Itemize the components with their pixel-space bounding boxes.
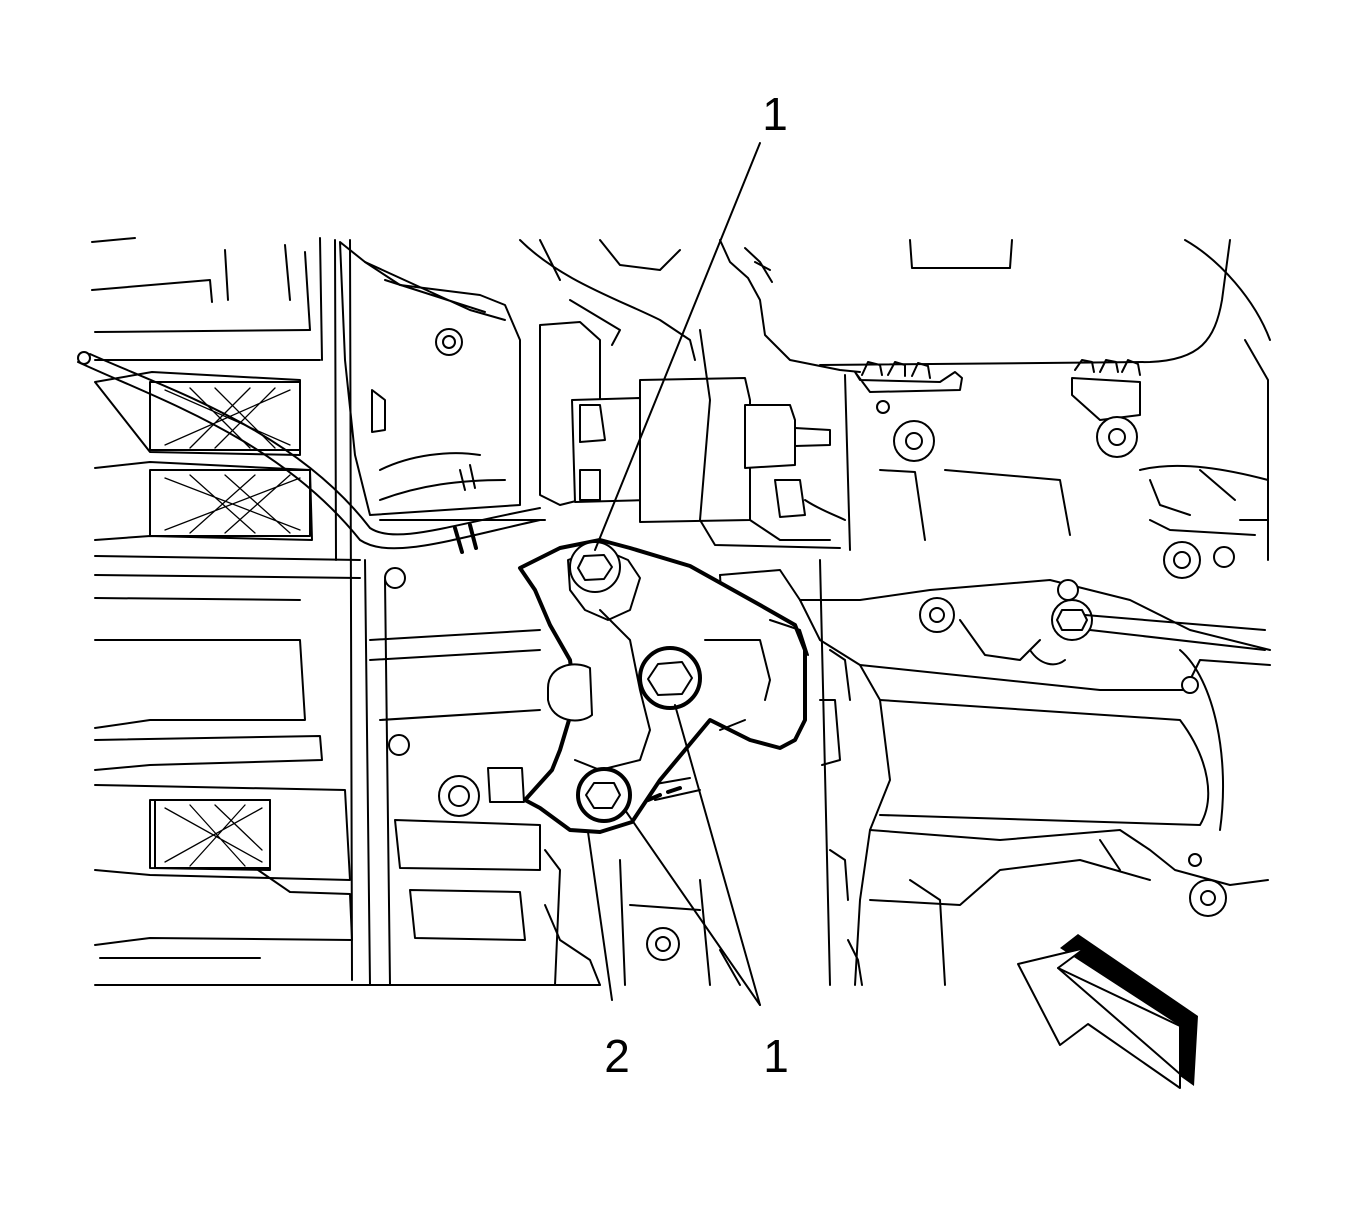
grille-upper	[149, 381, 301, 451]
callout-bottom-2: 2	[604, 1030, 630, 1082]
output-housing	[719, 541, 1271, 986]
upper-right-housing	[699, 239, 1271, 561]
left-housing	[91, 237, 601, 986]
range-selector-switch	[518, 538, 809, 834]
grille-middle	[149, 469, 311, 537]
leader-line-top-1	[594, 142, 761, 551]
callout-bottom-1: 1	[763, 1030, 789, 1082]
center-housing	[339, 241, 546, 521]
view-direction-arrow-icon	[1017, 934, 1198, 1089]
hose	[77, 351, 541, 554]
grille-lower	[154, 799, 271, 869]
solenoid-assembly	[519, 239, 846, 541]
callout-top-1: 1	[762, 88, 788, 140]
lower-center-housing	[364, 559, 831, 986]
leader-line-bottom-1b	[624, 809, 761, 1006]
leader-lines	[587, 142, 761, 1006]
leader-line-bottom-2	[587, 831, 613, 1001]
leader-line-bottom-1a	[674, 704, 761, 1006]
